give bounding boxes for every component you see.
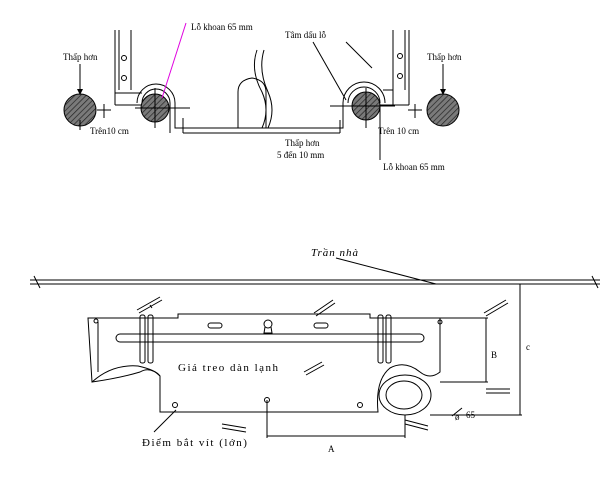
drill-hole-label-top-left: Lỗ khoan 65 mm bbox=[191, 22, 253, 32]
bottom-figure bbox=[30, 257, 600, 438]
lower-label-middle: Thấp hơn bbox=[285, 138, 320, 148]
above-label-right: Trên 10 cm bbox=[378, 126, 419, 136]
lower-label-left: Thấp hơn bbox=[63, 52, 98, 62]
diameter-65-label: 65 bbox=[466, 410, 476, 420]
pipe-tray bbox=[182, 49, 341, 134]
diameter-symbol-icon: ø bbox=[455, 412, 460, 422]
dimension-lines bbox=[153, 284, 522, 438]
right-drill-hole bbox=[330, 81, 395, 129]
screws bbox=[136, 296, 510, 433]
lower-label-right: Thấp hơn bbox=[427, 52, 462, 62]
top-figure bbox=[63, 22, 460, 160]
left-drill-hole bbox=[135, 83, 190, 133]
bracket-label: Giá treo dàn lạnh bbox=[178, 362, 280, 374]
drill-hole-label-bottom-right: Lỗ khoan 65 mm bbox=[383, 162, 445, 172]
lower-range-label: 5 đến 10 mm bbox=[277, 150, 324, 160]
above-label-left: Trên10 cm bbox=[90, 126, 129, 136]
dimension-a-label: A bbox=[328, 444, 335, 454]
dimension-c-label: c bbox=[526, 342, 530, 352]
right-bracket bbox=[378, 30, 410, 106]
left-bracket bbox=[114, 30, 148, 106]
dimension-b-label: B bbox=[491, 350, 497, 360]
ceiling-label: Trần nhà bbox=[311, 247, 359, 259]
ceiling-line bbox=[30, 257, 600, 289]
mounting-plate bbox=[87, 313, 443, 416]
right-outer-hole bbox=[426, 93, 460, 127]
mark-center-label: Tâm dấu lỗ bbox=[285, 30, 326, 40]
screw-point-label: Điểm bắt vít (lớn) bbox=[142, 437, 248, 449]
